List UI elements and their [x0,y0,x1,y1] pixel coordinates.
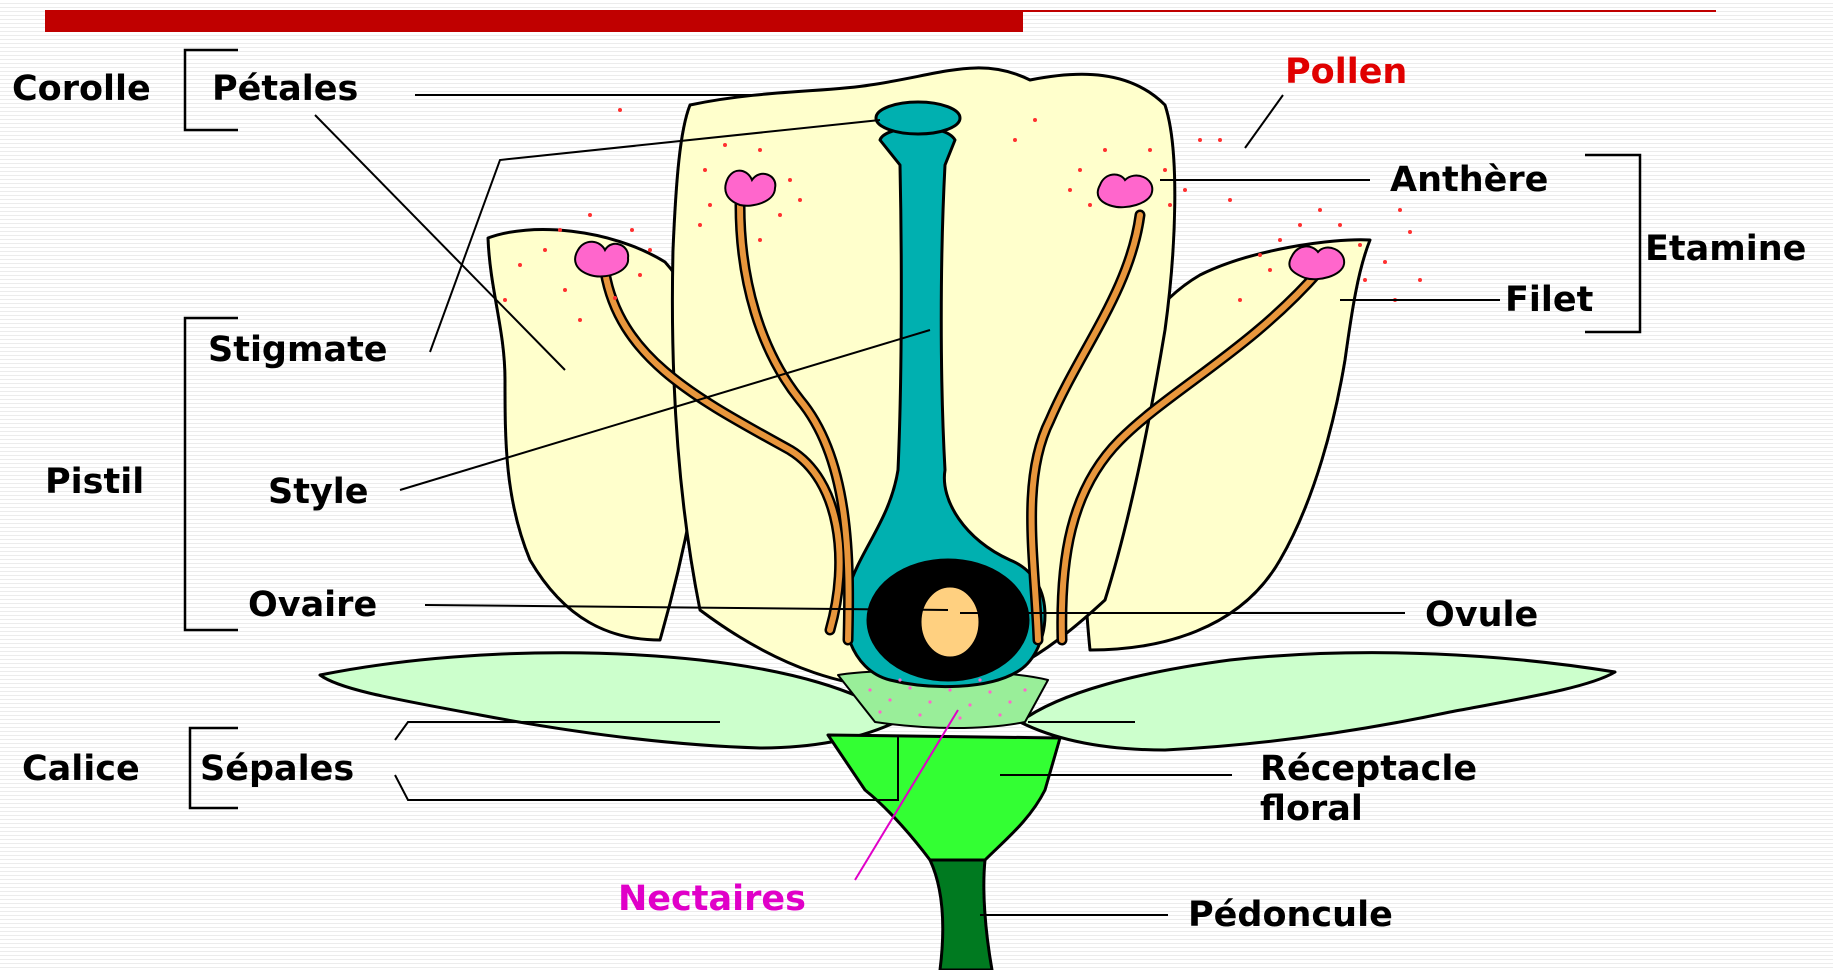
label-receptacle-2: floral [1260,792,1363,827]
label-calice: Calice [22,752,140,787]
stigma-head [876,102,960,134]
label-stigmate: Stigmate [208,333,388,368]
sepal-right [1020,653,1615,750]
anther-1 [575,242,628,277]
label-corolle: Corolle [12,72,151,107]
receptacle-shape [828,735,1060,860]
label-sepales: Sépales [200,752,354,787]
label-ovaire: Ovaire [248,588,377,623]
label-anthere: Anthère [1390,163,1548,198]
label-receptacle-1: Réceptacle [1260,752,1477,787]
anther-3 [1098,175,1153,208]
anther-4 [1289,246,1344,279]
leader-pollen [1245,95,1283,148]
label-petales: Pétales [212,72,358,107]
label-pollen: Pollen [1285,55,1407,90]
label-nectaires: Nectaires [618,882,806,917]
label-pistil: Pistil [45,465,144,500]
ovule-shape [920,586,980,658]
label-filet: Filet [1505,283,1593,318]
label-ovule: Ovule [1425,598,1538,633]
anther-2 [725,171,775,206]
label-style: Style [268,475,369,510]
label-pedoncule: Pédoncule [1188,898,1393,933]
label-etamine: Etamine [1645,232,1806,267]
